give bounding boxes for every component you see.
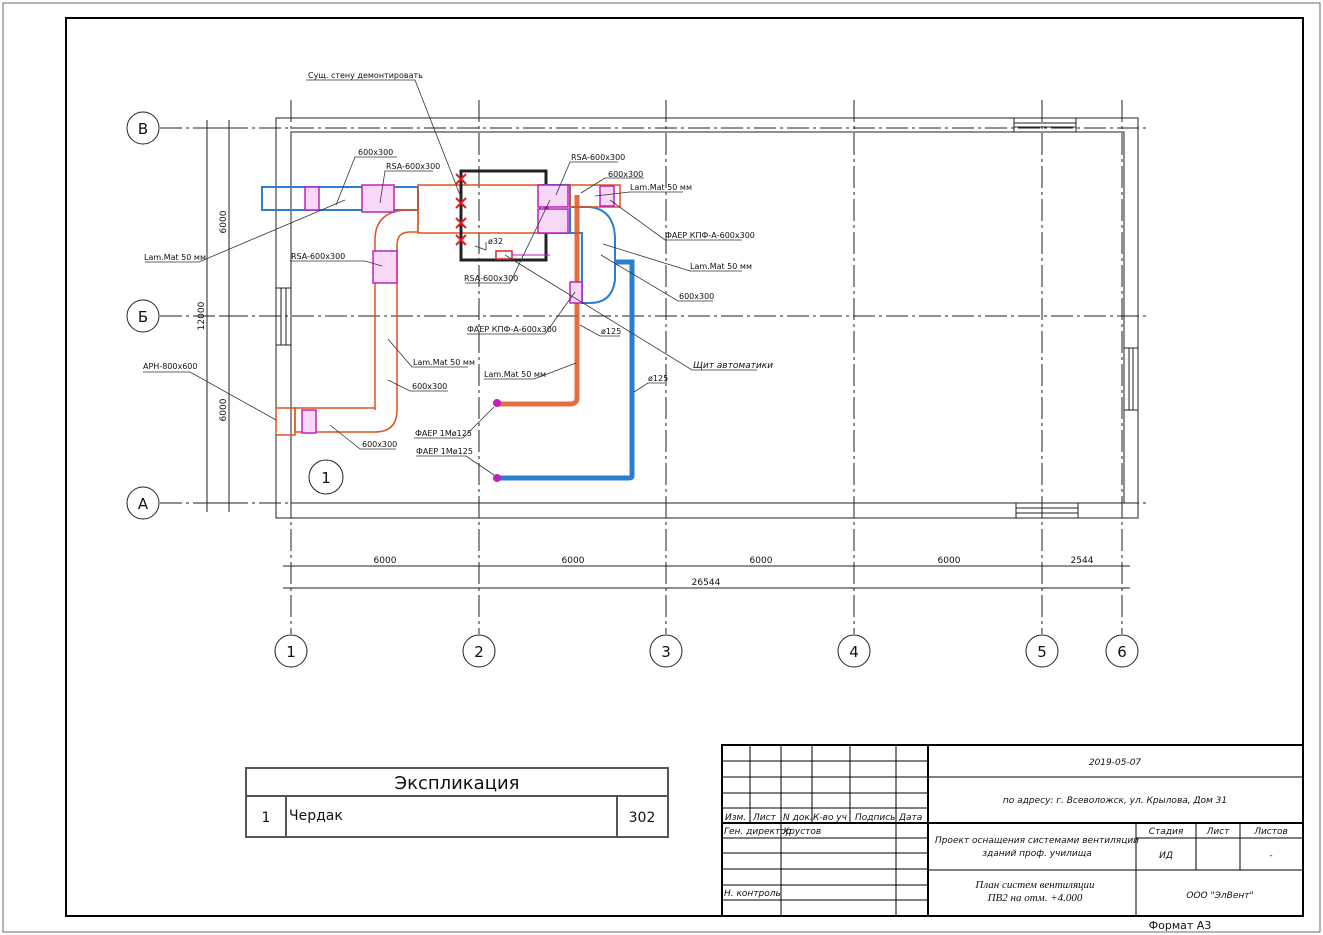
tb-format: Формат А3 bbox=[1149, 919, 1212, 932]
dim-horiz-2: 6000 bbox=[562, 556, 585, 566]
axis-a: А bbox=[138, 495, 149, 513]
label-lammat-a: Lam.Mat 50 мм bbox=[630, 183, 692, 192]
tb-sheets-v: - bbox=[1269, 851, 1272, 861]
annotations: Сущ. стену демонтировать 600x300 RSA-600… bbox=[143, 71, 773, 456]
leader-lines bbox=[143, 79, 757, 476]
demolish-marks bbox=[455, 173, 467, 246]
label-duct-b: 600x300 bbox=[608, 170, 643, 179]
label-demolish-wall: Сущ. стену демонтировать bbox=[308, 71, 423, 80]
label-duct-a: 600x300 bbox=[358, 148, 393, 157]
label-lammat-d: Lam.Mat 50 мм bbox=[413, 358, 475, 367]
label-d125-a: ø125 bbox=[601, 327, 621, 336]
label-duct-d: 600x300 bbox=[412, 382, 447, 391]
label-lammat-left: Lam.Mat 50 мм bbox=[144, 253, 206, 262]
label-faer-kpf-a: ФАЕР КПФ-А-600x300 bbox=[665, 231, 755, 240]
axis-2: 2 bbox=[474, 643, 484, 661]
axis-b: Б bbox=[138, 308, 148, 326]
damper bbox=[301, 409, 317, 434]
fire-damper bbox=[599, 185, 615, 207]
label-rsa-left: RSA-600x300 bbox=[291, 252, 345, 261]
dim-vert-upper: 6000 bbox=[219, 210, 229, 233]
label-rsa-center: RSA-600x300 bbox=[464, 274, 518, 283]
label-aph: АРН-800x600 bbox=[143, 362, 197, 371]
dim-horiz-1: 6000 bbox=[374, 556, 397, 566]
dim-horiz-total: 26544 bbox=[692, 578, 721, 588]
diffuser-exhaust bbox=[493, 474, 501, 482]
label-d32: ø32 bbox=[488, 237, 503, 246]
axis-v: В bbox=[138, 120, 148, 138]
label-faer-1m-a: ФАЕР 1Мø125 bbox=[415, 429, 472, 438]
tb-sheet-title-2: ПВ2 на отм. +4.000 bbox=[987, 892, 1083, 904]
dimensions: 6000 6000 12000 6000 6000 6000 6000 2544… bbox=[197, 120, 1130, 589]
label-d125-b: ø125 bbox=[648, 374, 668, 383]
axis-4: 4 bbox=[849, 643, 859, 661]
room-tag: 1 bbox=[321, 469, 331, 487]
tb-stage-v: ИД bbox=[1159, 851, 1173, 861]
rsa-silencer bbox=[537, 208, 569, 234]
rsa-silencer bbox=[537, 184, 569, 208]
axis-3: 3 bbox=[661, 643, 671, 661]
axis-1: 1 bbox=[286, 643, 296, 661]
tb-date: 2019-05-07 bbox=[1089, 758, 1142, 768]
rsa-silencer bbox=[372, 250, 398, 284]
fire-damper bbox=[569, 281, 583, 304]
ductwork bbox=[261, 169, 635, 482]
rsa-silencer bbox=[361, 184, 395, 213]
label-lammat-b: Lam.Mat 50 мм bbox=[690, 262, 752, 271]
aph-grille bbox=[275, 407, 296, 436]
label-lammat-c: Lam.Mat 50 мм bbox=[484, 370, 546, 379]
tb-h-list: Лист bbox=[752, 813, 777, 823]
dim-horiz-5: 2544 bbox=[1071, 556, 1094, 566]
label-rsa-a: RSA-600x300 bbox=[386, 162, 440, 171]
explication-table: Экспликация 1 Чердак 302 bbox=[245, 767, 669, 838]
dim-vert-lower: 6000 bbox=[219, 398, 229, 421]
tb-h-kvo: К-во уч bbox=[813, 813, 847, 823]
tb-h-ndok: N док. bbox=[783, 813, 813, 823]
grid-lines bbox=[160, 100, 1150, 634]
axis-5: 5 bbox=[1037, 643, 1047, 661]
tb-sheet-title-1: План систем вентиляции bbox=[974, 879, 1095, 891]
explication-title: Экспликация bbox=[395, 773, 520, 794]
dim-horiz-4: 6000 bbox=[938, 556, 961, 566]
tb-project-1: Проект оснащения системами вентиляции bbox=[935, 836, 1139, 846]
tb-h-data: Дата bbox=[898, 813, 922, 823]
label-rsa-b: RSA-600x300 bbox=[571, 153, 625, 162]
label-faer-kpf-b: ФАЕР КПФ-А-600x300 bbox=[467, 325, 557, 334]
tb-role-director: Ген. директор bbox=[724, 827, 792, 837]
label-duct-e: 600x300 bbox=[362, 440, 397, 449]
explication-num: 1 bbox=[262, 810, 271, 826]
label-duct-c: 600x300 bbox=[679, 292, 714, 301]
label-control-panel: Щит автоматики bbox=[693, 361, 773, 371]
building-walls bbox=[275, 117, 1139, 519]
dim-horiz-3: 6000 bbox=[750, 556, 773, 566]
tb-h-izm: Изм. bbox=[725, 813, 746, 823]
explication-value: 302 bbox=[629, 810, 656, 826]
title-block: 2019-05-07 по адресу: г. Всеволожск, ул.… bbox=[721, 744, 1304, 932]
diffuser-supply bbox=[493, 399, 501, 407]
label-faer-1m-b: ФАЕР 1Мø125 bbox=[416, 447, 473, 456]
tb-company: ООО "ЭлВент" bbox=[1186, 891, 1253, 901]
tb-address: по адресу: г. Всеволожск, ул. Крылова, Д… bbox=[1003, 796, 1227, 806]
tb-project-2: зданий проф. училища bbox=[982, 849, 1092, 859]
tb-h-podpis: Подпись bbox=[855, 813, 895, 823]
tb-sheet-h: Лист bbox=[1206, 827, 1231, 837]
tb-name-director: Хрустов bbox=[782, 827, 821, 837]
axis-6: 6 bbox=[1117, 643, 1127, 661]
drawing-frame bbox=[65, 17, 1304, 917]
explication-name: Чердак bbox=[289, 808, 343, 824]
tb-stage-h: Стадия bbox=[1149, 827, 1184, 837]
dim-vert-total: 12000 bbox=[197, 301, 207, 330]
tb-sheets-h: Листов bbox=[1253, 827, 1288, 837]
tb-role-control: Н. контроль bbox=[724, 889, 781, 899]
damper bbox=[304, 186, 320, 211]
axis-bubbles: 1 2 3 4 5 6 В Б А 1 bbox=[126, 111, 1139, 668]
